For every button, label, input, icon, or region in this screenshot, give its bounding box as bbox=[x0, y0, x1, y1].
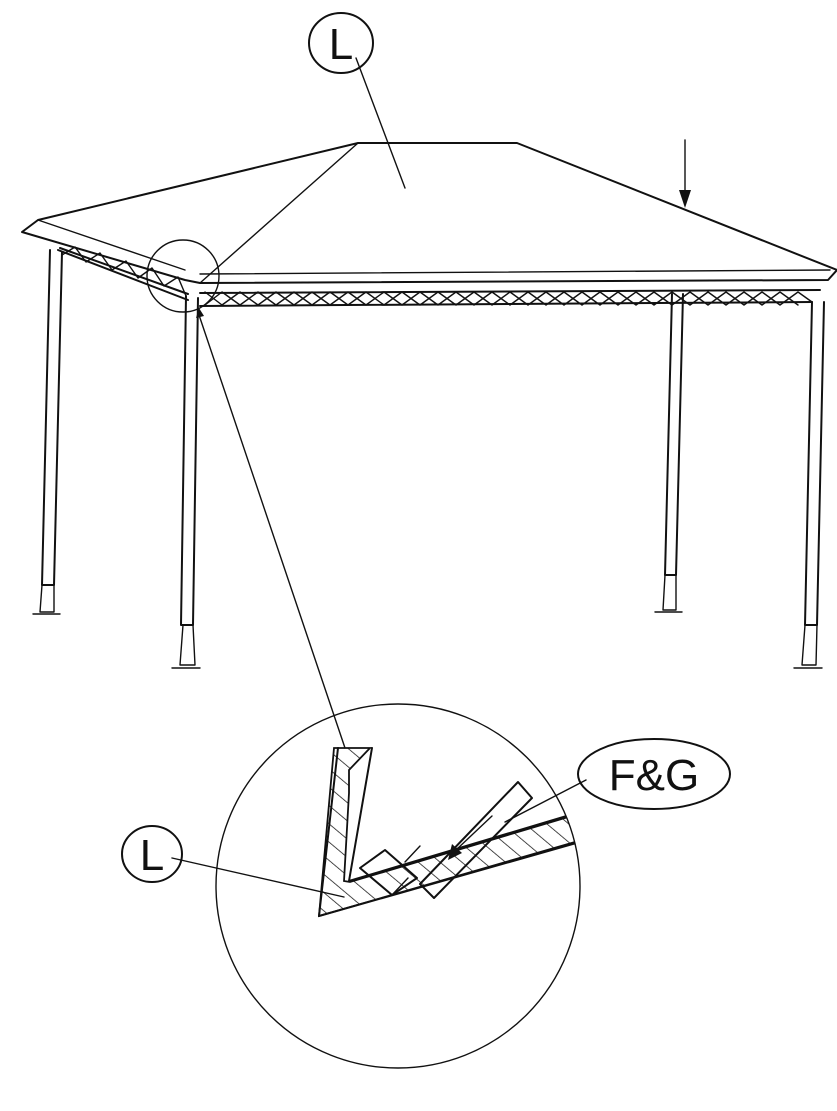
detail-view bbox=[215, 703, 581, 1069]
detail-leader bbox=[196, 308, 346, 749]
corner-profile-hatched bbox=[317, 747, 576, 918]
canopy-roof bbox=[21, 142, 837, 295]
detail-callout-left: L bbox=[121, 825, 345, 898]
rod-end-block bbox=[359, 849, 418, 896]
insertion-arrow-icon bbox=[448, 815, 493, 860]
side-truss bbox=[57, 246, 189, 301]
detail-callout-right-label: F&G bbox=[609, 751, 699, 800]
detail-callout-left-label: L bbox=[140, 831, 164, 880]
roof-arrow-icon bbox=[679, 139, 691, 208]
gazebo-legs bbox=[32, 249, 825, 669]
corner-zoom-indicator bbox=[146, 239, 220, 313]
top-callout: L bbox=[308, 12, 406, 189]
rod-f-g bbox=[419, 781, 533, 899]
front-truss bbox=[199, 291, 813, 307]
detail-callout-right: F&G bbox=[504, 738, 731, 823]
top-callout-label: L bbox=[329, 20, 353, 69]
